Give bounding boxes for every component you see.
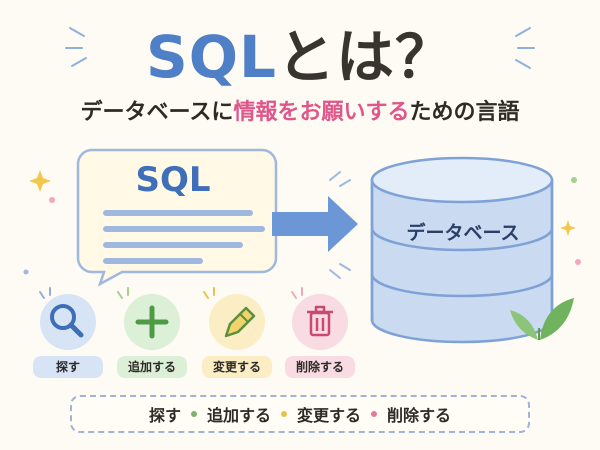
motion-lines [329, 171, 351, 279]
action-add [117, 287, 180, 350]
title-sparkle-left [65, 27, 87, 67]
search-icon [50, 304, 76, 330]
summary-item: 削除する [387, 406, 452, 425]
sparkle-dot [23, 269, 29, 275]
arrow-right-icon [272, 196, 358, 252]
chip-search: 探す [33, 356, 103, 378]
separator-dot [371, 411, 378, 417]
bubble-title: SQL [135, 160, 211, 200]
title-sql: SQL [145, 23, 278, 91]
sparkle-icon [29, 170, 51, 192]
pencil-icon [224, 306, 256, 338]
chip-add: 追加する [117, 356, 187, 378]
action-delete [291, 287, 348, 350]
plus-icon [135, 305, 169, 339]
database-label: データベース [406, 222, 520, 244]
action-edit [203, 287, 265, 350]
summary-item: 探す [148, 406, 181, 425]
sparkle-icon [560, 220, 576, 236]
subtitle-highlight: 情報をお願いする [233, 100, 410, 125]
database-icon [370, 156, 554, 344]
sql-speech-bubble [76, 148, 278, 287]
plant-icon [510, 298, 574, 340]
page-title: SQLとは？ [0, 10, 600, 94]
summary-item: 追加する [206, 406, 271, 425]
page-subtitle: データベースに情報をお願いするための言語 [0, 94, 600, 126]
subtitle-part2: ための言語 [409, 100, 520, 125]
chip-edit: 変更する [202, 356, 272, 378]
separator-dot [281, 411, 287, 417]
trash-icon [307, 305, 333, 337]
chip-delete: 削除する [285, 356, 355, 378]
separator-dot [190, 411, 197, 417]
title-sparkle-right [515, 27, 535, 69]
action-search [39, 287, 96, 350]
sparkle-dot [575, 259, 581, 265]
summary-bar: 探す 追加する 変更する 削除する [70, 395, 530, 433]
title-rest: とは？ [277, 23, 455, 91]
sparkle-dot [49, 197, 55, 203]
subtitle-part1: データベースに [80, 100, 234, 125]
summary-item: 変更する [297, 406, 362, 425]
sparkle-dot [571, 177, 577, 183]
